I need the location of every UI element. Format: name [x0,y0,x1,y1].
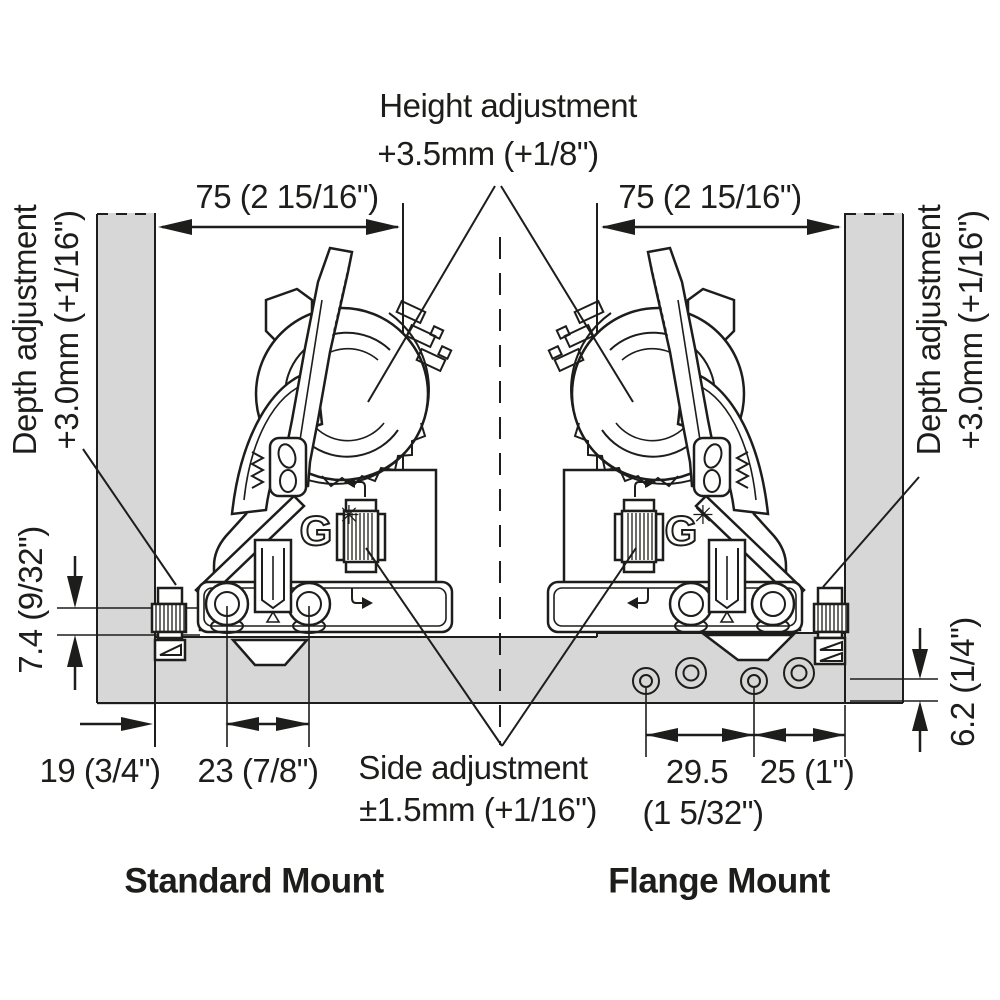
flange-clamp-wedge [701,633,797,662]
dimension-lines [67,219,928,757]
dim-29-5-inches: (1 5/32") [642,793,764,831]
dim-19: 19 (3/4") [39,751,161,789]
depth-wheel-right [812,586,850,666]
depth-adjustment-left-label: Depth adjustment [5,204,43,456]
side-adjustment-label: Side adjustment [358,748,588,786]
cabinet-panels [96,213,904,747]
flange-mount-mechanism [546,246,806,635]
brand-logo-star-left: ✳ [338,501,360,531]
depth-adjustment-right: Depth adjustment +3.0mm (+1/16") [908,205,992,456]
depth-adjustment-right-label: Depth adjustment [909,204,947,456]
left-clamp-wedge [230,638,310,667]
depth-adjustment-right-value: +3.0mm (+1/16") [952,210,989,450]
height-adjustment-value: +3.5mm (+1/8") [377,134,599,172]
dim-75-right: 75 (2 15/16") [618,177,802,215]
depth-adjustment-left: Depth adjustment +3.0mm (+1/16") [4,205,88,456]
brand-logo-star-right: ✳ [692,501,714,531]
depth-wheel-left [150,586,188,662]
dim-25: 25 (1") [759,752,855,790]
extension-lines [57,203,938,702]
height-adjustment-label: Height adjustment [379,86,637,124]
depth-adjustment-left-value: +3.0mm (+1/16") [48,210,85,450]
leader-lines [82,185,920,747]
dim-23: 23 (7/8") [197,751,319,789]
side-adjustment-value: ±1.5mm (+1/16") [359,790,597,828]
standard-mount-mechanism [194,246,454,635]
dim-6-2: 6.2 (1/4") [943,617,981,747]
dim-75-left: 75 (2 15/16") [195,177,379,215]
dim-7-4: 7.4 (9/32") [11,526,49,674]
brand-logo-left: G [300,507,333,554]
label-standard-mount: Standard Mount [124,861,384,901]
dim-29-5: 29.5 [665,752,729,790]
label-flange-mount: Flange Mount [608,861,830,901]
brand-logo-right: G [665,507,698,554]
